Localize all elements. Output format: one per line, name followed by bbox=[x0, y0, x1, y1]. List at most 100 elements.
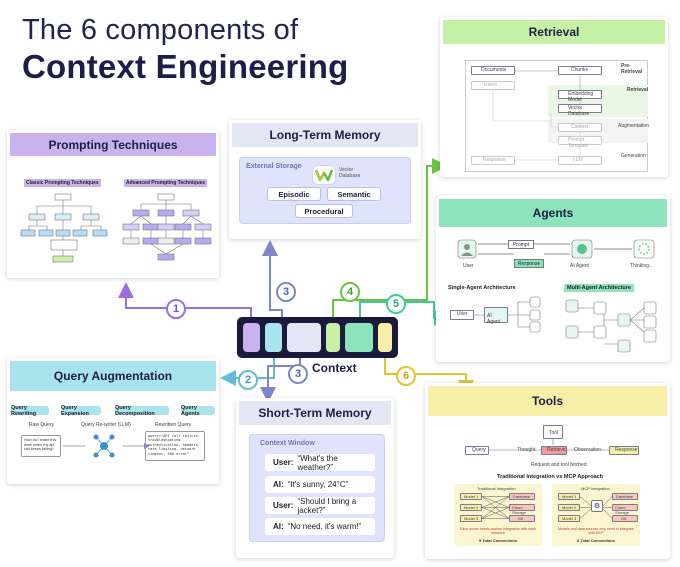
single-agent-ai: AI Agent bbox=[484, 307, 508, 325]
node-response: Response bbox=[471, 156, 515, 165]
context-slot-memory bbox=[287, 323, 321, 352]
tool-flow-query: Query bbox=[465, 446, 489, 455]
context-slot-agents bbox=[345, 323, 373, 352]
context-slot-retrieval bbox=[326, 323, 340, 352]
tools-card: Tools Query Retrieve Tool Thought Observ… bbox=[425, 383, 670, 559]
retrieval-card: Retrieval Pre-Retrieval Retrieval Augmen… bbox=[440, 17, 668, 177]
tag-query-agents: Query Agents bbox=[181, 405, 215, 417]
prompting-techniques-card: Prompting Techniques Classic Prompting T… bbox=[7, 130, 219, 278]
mcp-title: MCP Integration bbox=[581, 486, 610, 491]
agent-flow-user: User bbox=[463, 263, 474, 269]
arrow-4 bbox=[332, 158, 448, 318]
connector-badge-3-up: 3 bbox=[276, 282, 296, 302]
agents-header: Agents bbox=[439, 199, 667, 227]
tools-header: Tools bbox=[428, 386, 667, 416]
traditional-count: 9 Total Connections bbox=[479, 538, 517, 543]
short-term-memory-header: Short-Term Memory bbox=[239, 401, 391, 425]
rewritten-query-text: query="API call failure, troubleshooting… bbox=[148, 434, 200, 456]
mcp-tool-cloud: Cloud Storage bbox=[612, 504, 638, 515]
advanced-techniques-label: Advanced Prompting Techniques bbox=[124, 179, 208, 187]
chat-message-3: User:“Should I bring a jacket?” bbox=[265, 497, 375, 515]
memory-type-semantic: Semantic bbox=[327, 187, 381, 201]
trad-tool-database: Database bbox=[509, 493, 535, 500]
retrieval-flow-lines bbox=[492, 70, 581, 161]
traditional-caption: Each model needs custom integration with… bbox=[459, 527, 537, 536]
tool-flow-caption: Request and tool fetched bbox=[531, 462, 587, 468]
tag-query-decomposition: Query Decomposition bbox=[115, 405, 169, 417]
retrieval-header: Retrieval bbox=[443, 20, 665, 44]
stage-generation: Generation bbox=[621, 153, 646, 159]
node-context: Context bbox=[558, 123, 602, 132]
single-agent-label: Single-Agent Architecture bbox=[448, 285, 516, 291]
connector-badge-5: 5 bbox=[386, 294, 406, 314]
connector-badge-6: 6 bbox=[396, 366, 416, 386]
mcp-caption: Models and data sources only need to int… bbox=[558, 527, 634, 536]
retrieval-pipeline: Pre-Retrieval Retrieval Augmentation Gen… bbox=[465, 60, 649, 172]
agent-flow-ai-agent: AI Agent bbox=[570, 263, 589, 269]
agents-card: Agents Prompt Response User AI Agent Thi… bbox=[436, 196, 670, 362]
tool-flow-response: Response bbox=[609, 446, 639, 455]
query-augmentation-card: Query Augmentation Query Rewriting Query… bbox=[7, 358, 219, 484]
raw-query-text: How do I make this work when my api call… bbox=[24, 438, 57, 452]
mcp-model-1: Model 1 bbox=[558, 493, 580, 500]
raw-query-box: How do I make this work when my api call… bbox=[21, 435, 61, 457]
context-slot-prompting bbox=[243, 323, 260, 352]
title-line-1: The 6 components of bbox=[22, 14, 299, 46]
stage-retrieval: Retrieval bbox=[627, 87, 649, 93]
rewritten-query-box: query="API call failure, troubleshooting… bbox=[145, 431, 205, 461]
tag-query-rewriting: Query Rewriting bbox=[11, 405, 49, 417]
mcp-connections bbox=[580, 496, 612, 519]
arrow-3-down bbox=[260, 356, 301, 403]
rewriter-label: Query Re-writer (LLM) bbox=[81, 422, 131, 428]
single-agent-user: User bbox=[450, 310, 474, 320]
context-label: Context bbox=[312, 361, 357, 375]
mcp-comparison-title: Traditional Integration vs MCP Approach bbox=[497, 474, 604, 480]
node-users: Users bbox=[471, 81, 515, 90]
node-chunks: Chunks bbox=[558, 66, 602, 75]
node-documents: Documents bbox=[471, 66, 515, 75]
context-window-label: Context Window bbox=[260, 440, 315, 447]
connector-badge-2: 2 bbox=[238, 370, 258, 390]
long-term-memory-card: Long-Term Memory External Storage Vector… bbox=[229, 120, 421, 239]
traditional-title: Traditional Integration bbox=[477, 486, 516, 491]
single-agent-tools bbox=[474, 296, 541, 333]
external-storage-label: External Storage bbox=[246, 163, 302, 170]
chat-message-2: AI:“It's sunny, 24°C” bbox=[265, 476, 375, 493]
memory-type-episodic: Episodic bbox=[267, 187, 321, 201]
arrow-6 bbox=[384, 356, 474, 396]
node-embedding-model: Embedding Model bbox=[558, 90, 602, 103]
mcp-model-2: Model 2 bbox=[558, 504, 580, 511]
traditional-connections bbox=[482, 496, 509, 519]
trad-tool-cloud: Cloud Storage bbox=[509, 504, 535, 515]
tools-flow-lines bbox=[489, 439, 609, 451]
trad-model-3: Model 3 bbox=[460, 515, 482, 522]
connector-badge-1: 1 bbox=[166, 299, 186, 319]
arrow-3-up bbox=[262, 240, 283, 318]
stage-pre-retrieval: Pre-Retrieval bbox=[621, 63, 643, 75]
memory-type-procedural: Procedural bbox=[295, 204, 353, 218]
node-vector-database: Vector Database bbox=[558, 104, 602, 117]
vector-db-icon bbox=[312, 165, 336, 185]
arrow-1 bbox=[118, 282, 252, 318]
trad-model-1: Model 1 bbox=[460, 493, 482, 500]
agent-flow-prompt: Prompt bbox=[508, 240, 534, 249]
long-term-memory-header: Long-Term Memory bbox=[232, 123, 418, 147]
chat-message-1: User:“What's the weather?” bbox=[265, 454, 375, 472]
context-slot-query bbox=[265, 323, 282, 352]
classic-techniques-label: Classic Prompting Techniques bbox=[24, 179, 101, 187]
tool-flow-retrieve: Retrieve bbox=[541, 446, 567, 455]
multi-agent-diagram bbox=[565, 299, 657, 353]
chat-message-4: AI:“No need, it's warm!” bbox=[265, 518, 375, 535]
connector-badge-4: 4 bbox=[340, 282, 360, 302]
advanced-tree-diagram bbox=[122, 193, 212, 261]
classic-tree-diagram bbox=[20, 193, 108, 263]
tool-flow-tool: Tool bbox=[543, 425, 563, 439]
context-slot-tools bbox=[378, 323, 392, 352]
rewritten-query-label: Rewritten Query bbox=[155, 422, 192, 428]
node-llm: LLM bbox=[558, 156, 602, 165]
mcp-model-3: Model 3 bbox=[558, 515, 580, 522]
query-augmentation-header: Query Augmentation bbox=[10, 361, 216, 391]
tag-query-expansion: Query Expansion bbox=[61, 405, 101, 417]
query-rewriter-diagram bbox=[63, 434, 149, 458]
